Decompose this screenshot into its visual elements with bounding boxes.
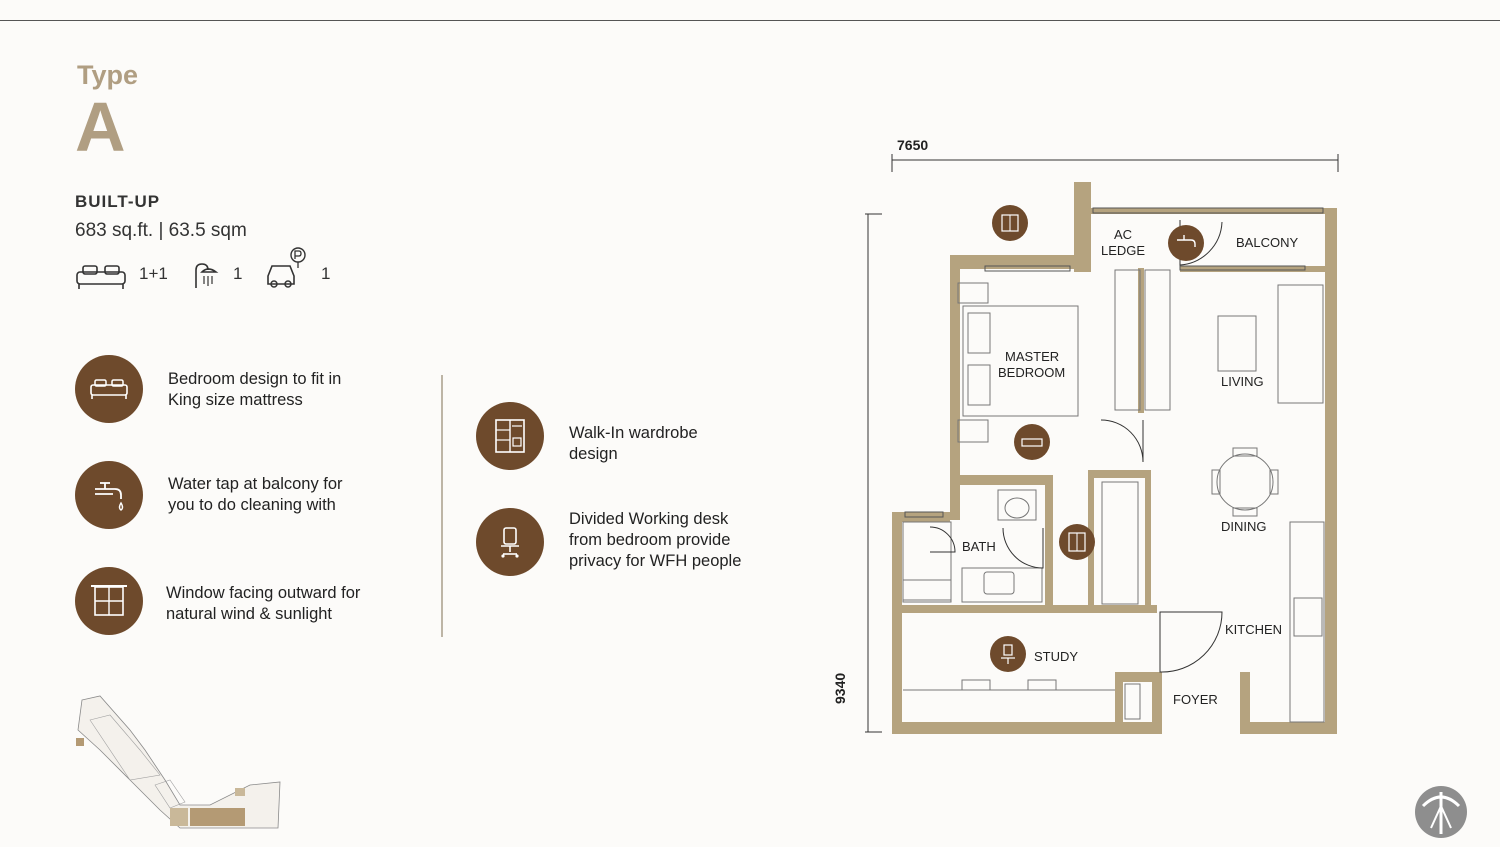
feature-line: you to do cleaning with: [168, 496, 336, 514]
feature-line: privacy for WFH people: [569, 552, 742, 570]
floor-plan: AC LEDGE BALCONY MASTER BEDROOM LIVING D…: [865, 154, 1339, 734]
bed-icon: [76, 265, 126, 289]
water-tap-icon: [1168, 225, 1204, 261]
type-letter: A: [75, 88, 126, 166]
bedroom-count: 1+1: [139, 264, 168, 283]
built-up-size: 683 sq.ft. | 63.5 sqm: [75, 220, 247, 241]
feature-desk-text: Divided Working desk from bedroom provid…: [569, 509, 741, 572]
type-label: Type: [77, 60, 139, 90]
feature-line: from bedroom provide: [569, 531, 731, 549]
key-plan: [76, 695, 281, 829]
top-rule: [0, 20, 1500, 21]
room-label-study: STUDY: [1034, 649, 1078, 664]
window-icon: [992, 205, 1028, 241]
feature-line: Window facing outward for: [166, 584, 361, 602]
height-dimension: 9340: [832, 672, 848, 704]
parking-count: 1: [321, 264, 331, 283]
room-label-foyer: FOYER: [1173, 692, 1218, 707]
bathroom-count: 1: [233, 264, 243, 283]
room-label-living: LIVING: [1221, 374, 1264, 389]
bed-icon: [75, 355, 143, 423]
car-parking-icon: [267, 247, 306, 288]
feature-tap-text: Water tap at balcony for you to do clean…: [168, 474, 343, 516]
feature-line: King size mattress: [168, 391, 303, 409]
office-chair-icon: [476, 508, 544, 576]
width-dimension: 7650: [897, 137, 929, 153]
feature-line: Bedroom design to fit in: [168, 370, 342, 388]
feature-line: Walk-In wardrobe: [569, 424, 698, 442]
room-label-ac-ledge: AC: [1114, 227, 1132, 242]
feature-line: design: [569, 445, 618, 463]
office-chair-icon: [990, 636, 1026, 672]
feature-window-text: Window facing outward for natural wind &…: [166, 583, 360, 625]
window-icon: [75, 567, 143, 635]
room-label-kitchen: KITCHEN: [1225, 622, 1282, 637]
wardrobe-icon: [1059, 524, 1095, 560]
room-label-master: MASTER: [1005, 349, 1059, 364]
feature-bedroom-text: Bedroom design to fit in King size mattr…: [168, 369, 341, 411]
room-label-bath: BATH: [962, 539, 996, 554]
brand-logo: [1415, 786, 1467, 838]
room-label-ac-ledge: LEDGE: [1101, 243, 1145, 258]
column-divider: [441, 375, 443, 637]
room-label-balcony: BALCONY: [1236, 235, 1298, 250]
feature-line: Water tap at balcony for: [168, 475, 343, 493]
wardrobe-icon: [476, 402, 544, 470]
water-tap-icon: [75, 461, 143, 529]
built-up-label: BUILT-UP: [75, 192, 161, 211]
bed-icon: [1014, 424, 1050, 460]
feature-line: natural wind & sunlight: [166, 605, 333, 623]
shower-icon: [195, 263, 219, 288]
feature-wardrobe-text: Walk-In wardrobe design: [569, 423, 698, 465]
room-label-dining: DINING: [1221, 519, 1267, 534]
feature-line: Divided Working desk: [569, 510, 729, 528]
room-label-master: BEDROOM: [998, 365, 1065, 380]
